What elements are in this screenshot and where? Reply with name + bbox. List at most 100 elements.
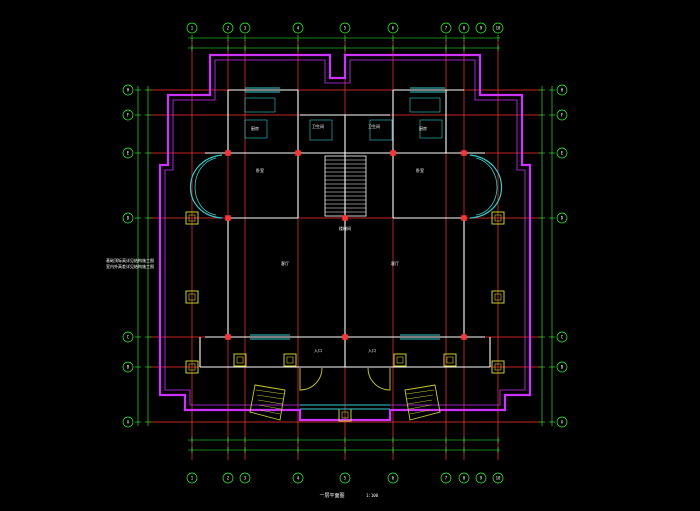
axis-bubble-bottom bbox=[339, 472, 351, 484]
outer-wall-outline bbox=[158, 53, 532, 422]
axis-label-right: D bbox=[561, 216, 564, 221]
axis-label-right: C bbox=[561, 335, 564, 340]
axis-bubble-left bbox=[122, 147, 134, 159]
column-inner bbox=[494, 293, 502, 301]
axis-bubble-bottom bbox=[292, 472, 304, 484]
column-outer bbox=[393, 353, 407, 367]
room-label-kitchen-left: 厨房 bbox=[251, 125, 259, 131]
room-label-hall-left: 客厅 bbox=[281, 260, 289, 266]
door-swing-left bbox=[299, 367, 323, 391]
bay-window-left bbox=[189, 154, 223, 219]
axis-bubble-top bbox=[475, 22, 487, 34]
axis-bubble-bottom bbox=[222, 472, 234, 484]
axis-label-right: F bbox=[561, 113, 564, 118]
column-outer bbox=[443, 353, 457, 367]
room-label-porch-right: 入口 bbox=[368, 348, 376, 353]
axis-label-right: E bbox=[561, 151, 564, 156]
fixture bbox=[309, 119, 333, 141]
axis-bubble-top bbox=[339, 22, 351, 34]
drawing-note-1: 基础顶标高详见结构施工图 bbox=[106, 257, 154, 263]
step-line bbox=[257, 399, 283, 405]
step-line bbox=[258, 404, 282, 410]
axis-bubble-right bbox=[556, 331, 568, 343]
column-inner bbox=[188, 293, 196, 301]
column-outer bbox=[491, 211, 505, 225]
step-line bbox=[405, 389, 435, 395]
axis-label-top: 4 bbox=[297, 26, 300, 31]
axis-bubble-left bbox=[122, 109, 134, 121]
axis-label-bottom: 1 bbox=[191, 476, 194, 481]
axis-bubble-right bbox=[556, 361, 568, 373]
dimension-lines bbox=[135, 35, 555, 453]
column-inner bbox=[341, 411, 349, 419]
axis-label-top: 10 bbox=[496, 26, 501, 31]
axis-bubble-top bbox=[387, 22, 399, 34]
entry-steps-left bbox=[249, 384, 286, 421]
axis-bubble-bottom bbox=[492, 472, 504, 484]
room-label-hall-right: 客厅 bbox=[391, 260, 399, 266]
column-inner bbox=[494, 363, 502, 371]
axis-bubble-bottom bbox=[186, 472, 198, 484]
grid-column bbox=[342, 215, 348, 221]
axis-label-bottom: 2 bbox=[227, 476, 230, 481]
axis-bubble-bottom bbox=[387, 472, 399, 484]
grid-column bbox=[461, 334, 467, 340]
grid-column bbox=[461, 150, 467, 156]
axis-bubble-right bbox=[556, 416, 568, 428]
axis-label-right: H bbox=[561, 88, 564, 93]
axis-label-top: 9 bbox=[480, 26, 483, 31]
column-outer bbox=[185, 211, 199, 225]
room-label-stair: 楼梯间 bbox=[339, 225, 351, 231]
axis-label-left: F bbox=[127, 113, 130, 118]
column-inner bbox=[494, 214, 502, 222]
axis-label-top: 2 bbox=[227, 26, 230, 31]
axis-label-top: 5 bbox=[344, 26, 347, 31]
axis-label-bottom: 3 bbox=[244, 476, 247, 481]
grid-column bbox=[225, 215, 231, 221]
column-outer bbox=[491, 290, 505, 304]
fixture bbox=[369, 119, 393, 141]
axis-label-top: 8 bbox=[463, 26, 466, 31]
axis-bubble-top bbox=[239, 22, 251, 34]
axis-bubble-bottom bbox=[239, 472, 251, 484]
bay-window-right-inner bbox=[475, 157, 498, 216]
axis-bubble-top bbox=[186, 22, 198, 34]
axis-label-left: B bbox=[127, 365, 130, 370]
axis-bubble-left bbox=[122, 361, 134, 373]
room-label-bed-left: 卧室 bbox=[256, 167, 264, 173]
step-line bbox=[255, 389, 285, 395]
room-label-kitchen-right: 厨房 bbox=[419, 125, 427, 131]
column-outer bbox=[491, 360, 505, 374]
axis-bubble-top bbox=[292, 22, 304, 34]
axis-bubble-top bbox=[492, 22, 504, 34]
column-outer bbox=[185, 290, 199, 304]
axis-label-bottom: 9 bbox=[480, 476, 483, 481]
drawing-note-2: 室内外高差详见结构施工图 bbox=[106, 263, 154, 269]
axis-label-top: 7 bbox=[445, 26, 448, 31]
axis-bubble-bottom bbox=[458, 472, 470, 484]
axis-bubble-right bbox=[556, 147, 568, 159]
axis-label-left: D bbox=[127, 216, 130, 221]
axis-label-left: A bbox=[127, 420, 130, 425]
column-inner bbox=[286, 356, 294, 364]
step-line bbox=[407, 399, 433, 405]
decor bbox=[189, 87, 503, 421]
outer-wall-inner bbox=[164, 59, 526, 406]
grid-column bbox=[295, 150, 301, 156]
drawing-scale: 1:100 bbox=[366, 493, 379, 498]
axis-label-right: A bbox=[561, 420, 564, 425]
axis-bubble-top bbox=[222, 22, 234, 34]
axis-bubble-right bbox=[556, 212, 568, 224]
fixture bbox=[244, 97, 276, 113]
axis-label-top: 3 bbox=[244, 26, 247, 31]
column-inner bbox=[188, 214, 196, 222]
column-inner bbox=[188, 363, 196, 371]
axis-bubble-bottom bbox=[440, 472, 452, 484]
axis-label-top: 1 bbox=[191, 26, 194, 31]
column-inner bbox=[236, 356, 244, 364]
column-inner bbox=[396, 356, 404, 364]
grid-column bbox=[225, 150, 231, 156]
entry-steps-right bbox=[404, 384, 441, 421]
